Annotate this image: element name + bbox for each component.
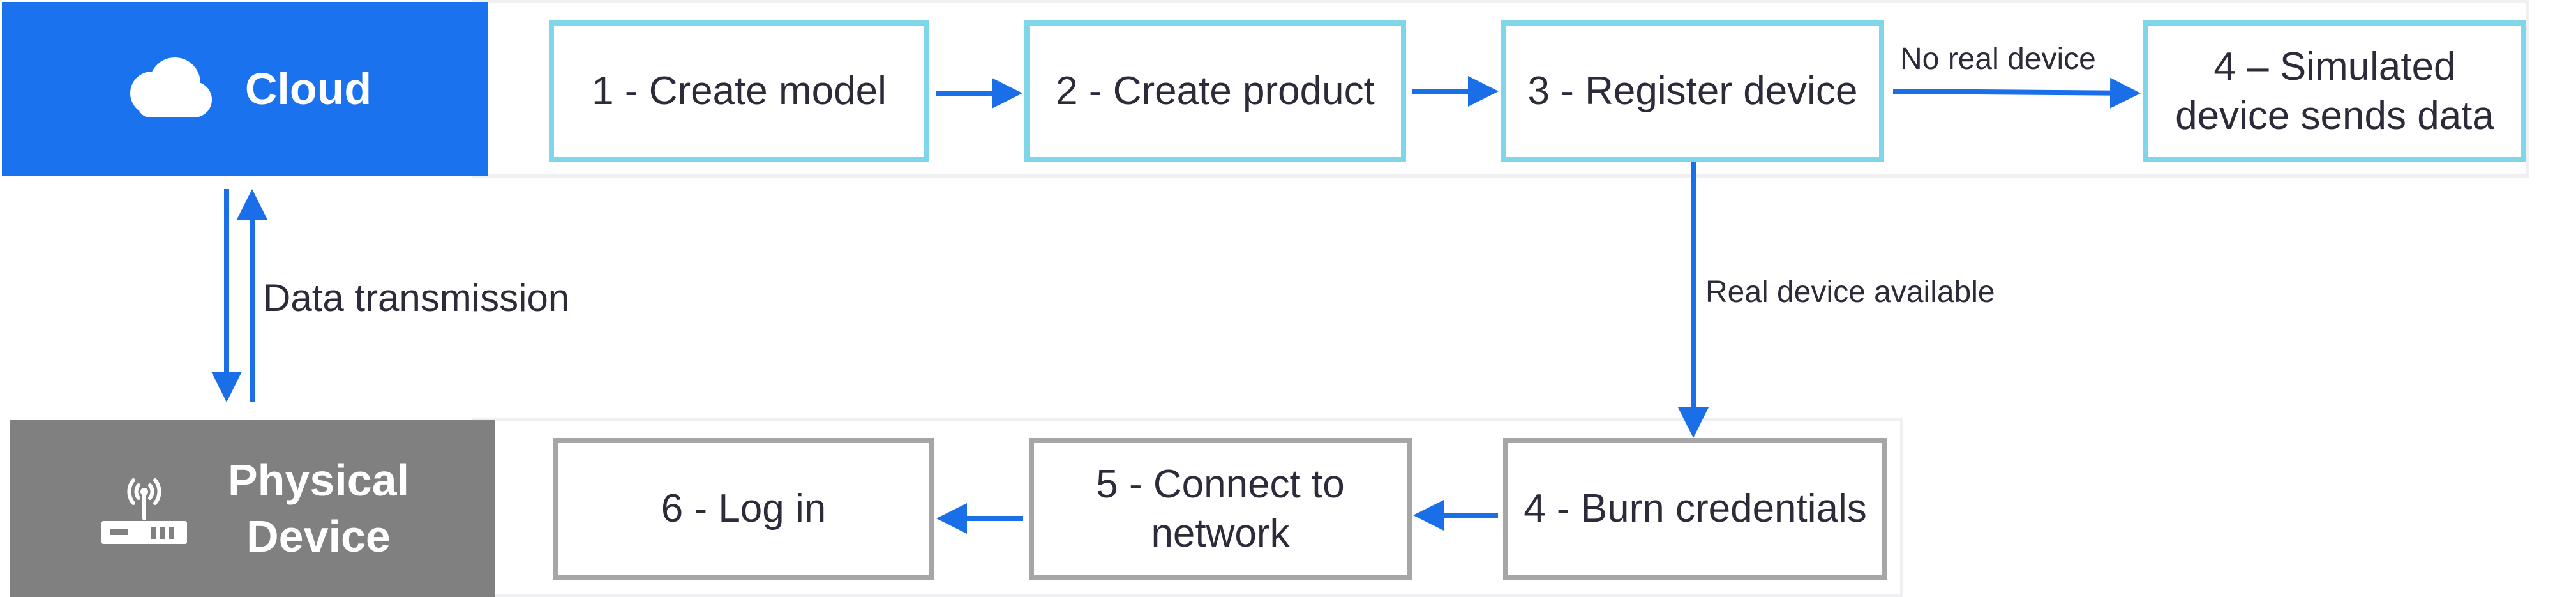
step-create-model: 1 - Create model (549, 20, 929, 162)
arrow-register-to-simulated (1892, 77, 2141, 109)
data-transmission-label: Data transmission (263, 276, 570, 319)
device-lane-title: Physical Device (227, 455, 410, 561)
step-create-product: 2 - Create product (1024, 20, 1406, 162)
step-burn-credentials: 4 - Burn credentials (1503, 438, 1887, 580)
device-lane-header: Physical Device (10, 420, 495, 597)
real-device-available-label: Real device available (1705, 275, 1995, 309)
no-real-device-label: No real device (1900, 42, 2096, 76)
cloud-lane-title: Cloud (244, 64, 372, 114)
step-register-device: 3 - Register device (1501, 20, 1884, 162)
router-icon (96, 461, 192, 557)
step-simulated-device: 4 – Simulated device sends data (2143, 20, 2526, 162)
step-connect-network: 5 - Connect to network (1029, 438, 1412, 580)
cloud-icon (119, 54, 214, 124)
cloud-lane-header: Cloud (2, 2, 488, 176)
step-log-in: 6 - Log in (553, 438, 934, 580)
